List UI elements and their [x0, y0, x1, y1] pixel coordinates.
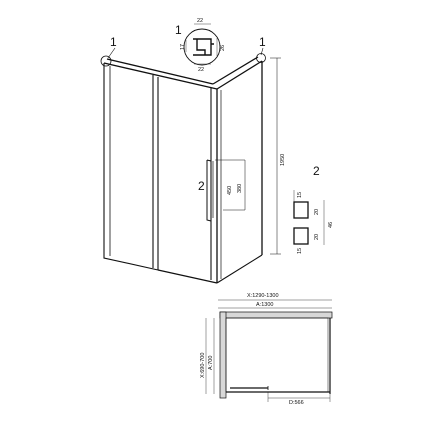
top-rail-front: [103, 62, 218, 90]
profile-detail-1: 1 22 17 26 22: [175, 18, 226, 73]
top-rail-side-back: [212, 56, 259, 85]
enclosure-elevation: 450 380 2: [103, 56, 263, 284]
dim-depth-a: A:700: [208, 356, 214, 370]
dim-width-a: A:1300: [256, 302, 273, 308]
callout-2-handle: 2: [198, 179, 205, 193]
dim-top: 15: [297, 192, 303, 198]
back-wall: [219, 311, 333, 319]
dim-upper: 20: [314, 209, 320, 215]
height-dimension: 1950: [270, 57, 286, 255]
callout-label: 1: [110, 35, 117, 49]
top-rail-side: [216, 60, 263, 90]
dim-handle-outer: 380: [237, 184, 243, 193]
dim-door: D:566: [289, 400, 304, 406]
tray-outline: [225, 317, 329, 393]
dim-top-width: 22: [197, 18, 203, 24]
dim-lower: 20: [314, 234, 320, 240]
fixed-panel-left-edge: [103, 63, 159, 271]
handle-profile-detail: 2 15 20 20 15 46: [293, 164, 334, 254]
upper-block: [293, 201, 309, 219]
left-wall: [219, 311, 227, 399]
dim-depth-range: X:690-700: [200, 353, 206, 378]
profile-section: [193, 38, 214, 56]
dim-total: 46: [328, 222, 334, 228]
callout-label: 1: [259, 35, 266, 49]
dim-height: 1950: [280, 154, 286, 166]
dim-handle-inner: 450: [227, 186, 233, 195]
side-panel-bottom: [216, 254, 263, 284]
lower-block: [293, 227, 309, 245]
dim-bottom-width: 22: [198, 67, 204, 73]
dim-right-height: 26: [220, 45, 226, 51]
detail-magnifier: [183, 28, 221, 66]
leader-line: [107, 47, 116, 59]
detail-circle: [100, 55, 112, 67]
dim-width-range: X:1290-1300: [247, 293, 279, 299]
dim-bottom: 15: [297, 248, 303, 254]
bottom-rail: [157, 269, 218, 284]
top-rail-front-back: [106, 58, 214, 85]
dim-left-height: 17: [180, 44, 186, 50]
plan-view: X:1290-1300 A:1300 X:690-700 A:700 D:566: [200, 293, 333, 406]
callout-1-top-right: 1: [256, 35, 266, 63]
door-handle: [206, 159, 212, 222]
callout-1-top-left: 1: [100, 35, 117, 67]
callout-label: 2: [313, 164, 320, 178]
handle-dim-box: [215, 159, 246, 211]
callout-label: 1: [175, 23, 182, 37]
